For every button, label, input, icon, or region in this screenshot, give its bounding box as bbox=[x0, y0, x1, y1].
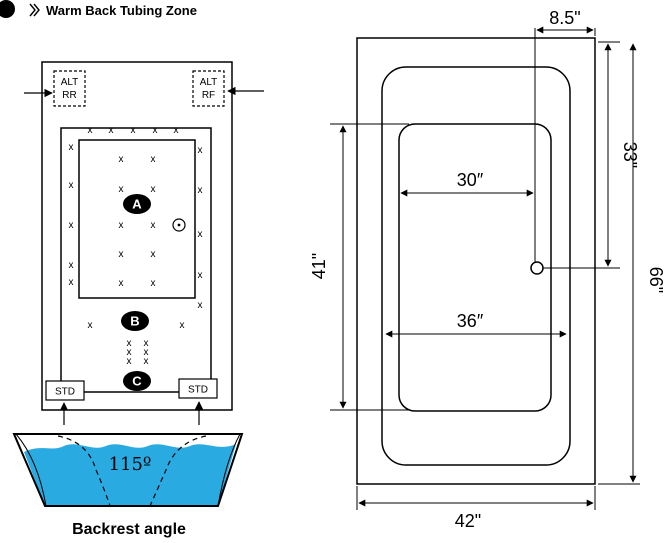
dim-66-label: 66" bbox=[646, 267, 666, 293]
jet-marker: x bbox=[88, 125, 93, 136]
zone-c-badge: C bbox=[123, 371, 151, 391]
left-seat-zone bbox=[78, 139, 196, 299]
backrest-inner-left bbox=[15, 433, 47, 507]
backrest-angle-label: 115º bbox=[109, 454, 152, 475]
jet-marker: x bbox=[180, 320, 185, 331]
zone-b-badge: B bbox=[121, 311, 149, 331]
header-title: Warm Back Tubing Zone bbox=[46, 3, 197, 18]
right-tub-outline bbox=[356, 37, 596, 485]
dim-30-label: 30″ bbox=[457, 170, 484, 190]
jet-marker: x bbox=[119, 249, 124, 260]
jet-marker: x bbox=[198, 300, 203, 311]
header: Warm Back Tubing Zone bbox=[0, 0, 197, 18]
std-right-label: STD bbox=[188, 385, 208, 396]
dim-41-label: 41" bbox=[309, 253, 329, 279]
jet-marker: x bbox=[119, 220, 124, 231]
jet-marker: x bbox=[174, 125, 179, 136]
jet-marker: x bbox=[153, 125, 158, 136]
jet-marker: x bbox=[69, 277, 74, 288]
backrest-angle-line-left bbox=[57, 435, 111, 507]
jet-marker: x bbox=[144, 347, 149, 358]
jet-marker: x bbox=[88, 320, 93, 331]
dim-top-label: 8.5" bbox=[549, 8, 580, 28]
jet-marker: x bbox=[131, 125, 136, 136]
jet-marker: x bbox=[119, 278, 124, 289]
right-tub-rim bbox=[381, 66, 571, 466]
jet-marker: x bbox=[127, 347, 132, 358]
zone-a-label: A bbox=[132, 197, 142, 212]
jet-marker: x bbox=[69, 260, 74, 271]
jet-marker: x bbox=[151, 184, 156, 195]
right-tub-diagram: 8.5" 33" 66" 41" 30″ 36″ 42" bbox=[309, 8, 666, 531]
jet-marker: x bbox=[119, 184, 124, 195]
right-tub-basin bbox=[398, 123, 552, 412]
backrest-water bbox=[24, 444, 236, 506]
jet-marker: x bbox=[151, 154, 156, 165]
zone-b-label: B bbox=[130, 314, 139, 329]
jet-marker: x bbox=[69, 142, 74, 153]
alt-rf-label-1: ALT bbox=[200, 77, 218, 88]
std-right-box: STD bbox=[178, 378, 218, 399]
jet-marker: x bbox=[151, 249, 156, 260]
alt-rr-label-2: RR bbox=[62, 90, 76, 101]
alt-rf-label-2: RF bbox=[202, 90, 215, 101]
zone-a-badge: A bbox=[123, 194, 151, 214]
backrest-illustration: 115º Backrest angle bbox=[12, 433, 244, 538]
left-tub-inner bbox=[60, 127, 212, 393]
drain-icon bbox=[530, 261, 544, 275]
jet-marker: x bbox=[198, 185, 203, 196]
jet-marker: x bbox=[127, 338, 132, 349]
left-tub-outline bbox=[41, 61, 233, 411]
jet-marker: x bbox=[198, 270, 203, 281]
header-badge-icon bbox=[0, 0, 15, 18]
std-left-box: STD bbox=[45, 380, 85, 401]
dim-36-label: 36″ bbox=[457, 311, 484, 331]
dim-42-label: 42" bbox=[455, 511, 481, 531]
backrest-caption: Backrest angle bbox=[72, 521, 186, 538]
jet-marker: x bbox=[144, 338, 149, 349]
std-left-label: STD bbox=[55, 387, 75, 398]
alt-rf-box: ALT RF bbox=[192, 70, 225, 107]
jet-marker: x bbox=[198, 145, 203, 156]
jet-marker: x bbox=[69, 220, 74, 231]
jet-marker: x bbox=[151, 278, 156, 289]
jet-marker: x bbox=[151, 220, 156, 231]
chevron-double-right-icon bbox=[29, 3, 40, 17]
backrest-angle-line-right bbox=[149, 435, 207, 507]
jet-marker: x bbox=[119, 154, 124, 165]
jet-marker: x bbox=[144, 356, 149, 367]
backrest-inner-right bbox=[217, 433, 241, 507]
jet-marker: x bbox=[109, 125, 114, 136]
jet-marker: x bbox=[127, 356, 132, 367]
alt-rr-label-1: ALT bbox=[61, 77, 79, 88]
dim-33-label: 33" bbox=[620, 142, 640, 168]
alt-rr-box: ALT RR bbox=[53, 70, 86, 107]
zone-c-label: C bbox=[132, 374, 142, 389]
jet-marker: x bbox=[69, 180, 74, 191]
drain-target-icon bbox=[172, 218, 186, 232]
jet-marker: x bbox=[198, 229, 203, 240]
